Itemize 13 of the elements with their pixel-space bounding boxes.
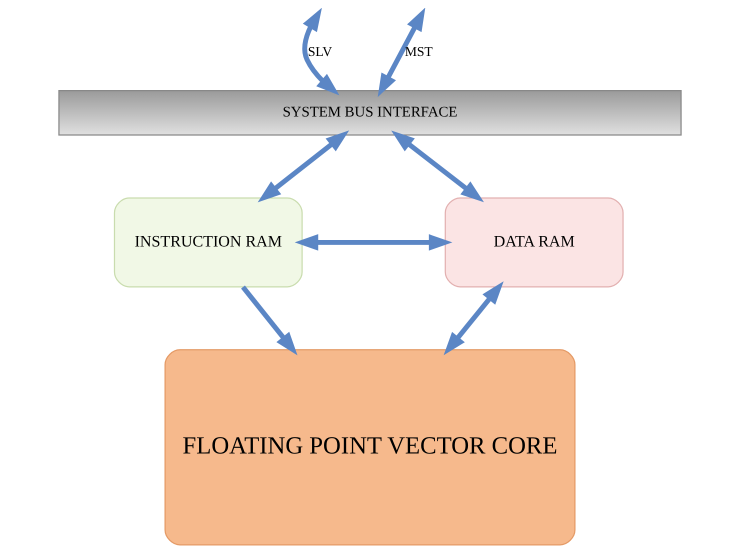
node-box: FLOATING POINT VECTOR CORE — [164, 349, 576, 546]
arrow — [443, 281, 504, 356]
arrow — [390, 130, 484, 202]
arrow — [294, 234, 452, 251]
arrow — [302, 8, 339, 96]
edge-label: MST — [404, 44, 432, 59]
node-box: SYSTEM BUS INTERFACE — [58, 90, 682, 136]
arrow — [240, 286, 297, 356]
edge-label: SLV — [307, 44, 332, 59]
node-box: DATA RAM — [444, 197, 624, 288]
node-box: INSTRUCTION RAM — [113, 197, 302, 288]
arrow — [257, 130, 349, 202]
arrow — [377, 8, 425, 98]
